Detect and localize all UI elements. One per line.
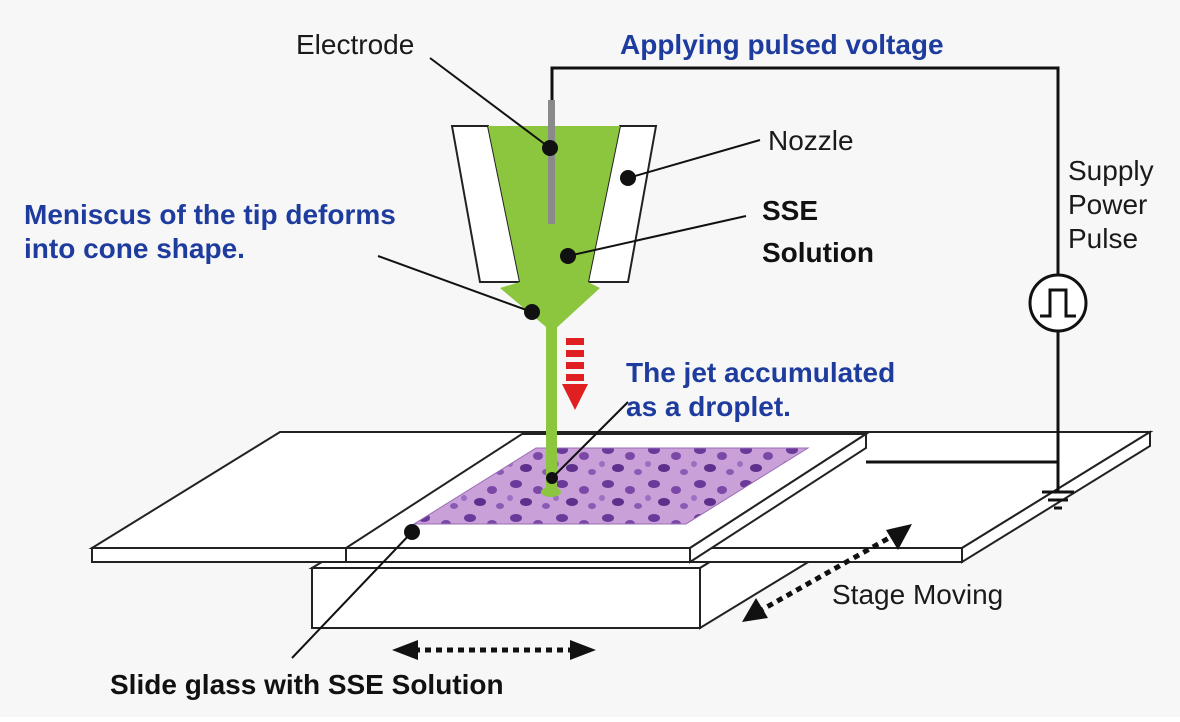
power-label: Power — [1068, 189, 1147, 220]
pulse-label: Pulse — [1068, 223, 1138, 254]
circuit-wire — [550, 66, 1060, 492]
stage-motion-arrows — [414, 531, 898, 653]
jet-label-2: as a droplet. — [626, 391, 791, 422]
electrode-label: Electrode — [296, 29, 414, 60]
jet-label-1: The jet accumulated — [626, 357, 895, 388]
pulse-supply-icon — [1028, 273, 1088, 333]
supply-label: Supply — [1068, 155, 1154, 186]
leader-lines — [291, 57, 761, 659]
meniscus-label-2: into cone shape. — [24, 233, 245, 264]
ground-icon — [1042, 490, 1074, 510]
sse-label: SSE — [762, 195, 818, 226]
meniscus-label-1: Meniscus of the tip deforms — [24, 199, 396, 230]
nozzle-label: Nozzle — [768, 125, 854, 156]
leader-dots — [404, 140, 636, 540]
solution-label: Solution — [762, 237, 874, 268]
electrode — [548, 100, 555, 224]
stage-moving-label: Stage Moving — [832, 579, 1003, 610]
sse-solution — [488, 126, 620, 497]
nozzle — [450, 125, 658, 283]
tissue-section — [412, 447, 810, 525]
applying-voltage-label: Applying pulsed voltage — [620, 29, 944, 60]
slide-glass-label: Slide glass with SSE Solution — [110, 669, 504, 700]
jet-direction-arrow — [562, 338, 588, 410]
stage-arrowheads — [392, 524, 912, 660]
